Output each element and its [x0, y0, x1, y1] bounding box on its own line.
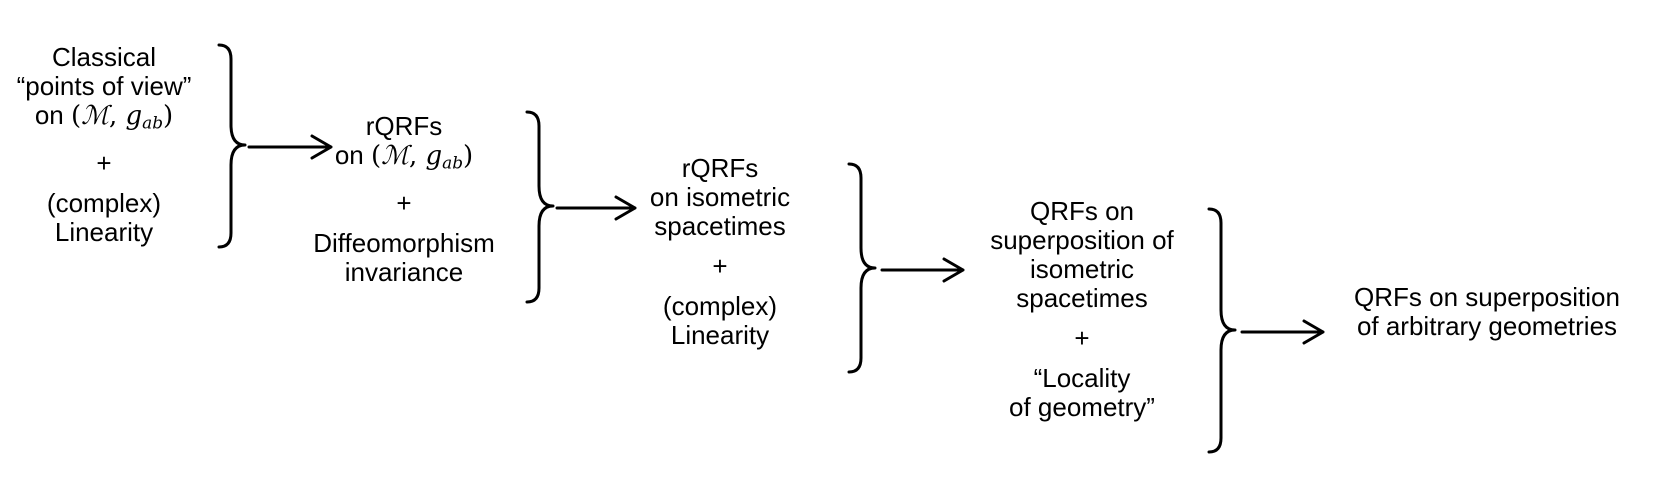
block-line: Linearity	[670, 320, 770, 350]
plus-sign: +	[96, 147, 112, 178]
plus-sign: +	[1074, 323, 1090, 353]
block-line: of geometry”	[1009, 392, 1155, 422]
plus-sign: +	[396, 187, 412, 218]
math-metric-subscript: ab	[442, 152, 464, 173]
block-line: isometric	[1029, 254, 1134, 284]
block-line: on isometric	[649, 182, 791, 212]
right-brace	[847, 162, 877, 374]
block-line: rQRFs	[365, 111, 443, 141]
block-line: QRFs on superposition	[1354, 282, 1620, 312]
math-metric-symbol: g	[125, 101, 143, 131]
math-close-paren: )	[463, 141, 474, 171]
block-line-with-math: on (ℳ, gab)	[300, 141, 508, 178]
block-line: (complex)	[662, 291, 778, 321]
math-manifold-symbol: ℳ	[381, 141, 409, 171]
block-rqrfs-on-manifold: rQRFs on (ℳ, gab) + Diffeomorphism invar…	[300, 112, 508, 287]
block-line: spacetimes	[654, 211, 786, 241]
math-open-paren: (	[370, 141, 382, 171]
arrow-icon	[247, 134, 333, 160]
math-close-paren: )	[163, 101, 174, 131]
block-line: rQRFs	[681, 153, 759, 183]
math-open-paren: (	[70, 101, 82, 131]
block-line: superposition of	[990, 225, 1174, 255]
block-line: on	[334, 140, 364, 170]
math-comma: ,	[108, 101, 126, 131]
block-rqrfs-isometric-spacetimes: rQRFs on isometric spacetimes + (complex…	[620, 154, 820, 350]
block-line: of arbitrary geometries	[1356, 311, 1618, 341]
math-metric-subscript: ab	[142, 112, 164, 133]
math-metric-symbol: g	[425, 141, 443, 171]
block-line: Linearity	[54, 216, 154, 247]
block-qrfs-superposition-isometric: QRFs on superposition of isometric space…	[962, 197, 1202, 422]
block-line: “Locality	[1033, 363, 1131, 393]
block-line: Classical	[51, 42, 157, 72]
block-line: (complex)	[46, 187, 162, 218]
block-line: invariance	[344, 256, 464, 287]
block-line: spacetimes	[1016, 283, 1148, 313]
block-line: “points of view”	[16, 71, 192, 101]
block-line-with-math: on (ℳ, gab)	[8, 101, 200, 138]
right-brace	[525, 110, 555, 304]
block-line: QRFs on	[1029, 196, 1135, 226]
block-line: Diffeomorphism	[313, 227, 495, 258]
block-line: on	[34, 100, 64, 130]
block-classical-points-of-view: Classical “points of view” on (ℳ, gab) +…	[8, 43, 200, 247]
plus-sign: +	[712, 251, 728, 281]
right-brace	[217, 43, 247, 249]
block-qrfs-arbitrary-geometries: QRFs on superposition of arbitrary geome…	[1332, 283, 1642, 341]
arrow-icon	[1240, 319, 1325, 345]
math-comma: ,	[408, 141, 426, 171]
math-manifold-symbol: ℳ	[81, 101, 109, 131]
arrow-icon	[880, 257, 965, 283]
right-brace	[1207, 207, 1237, 454]
arrow-icon	[555, 195, 637, 221]
